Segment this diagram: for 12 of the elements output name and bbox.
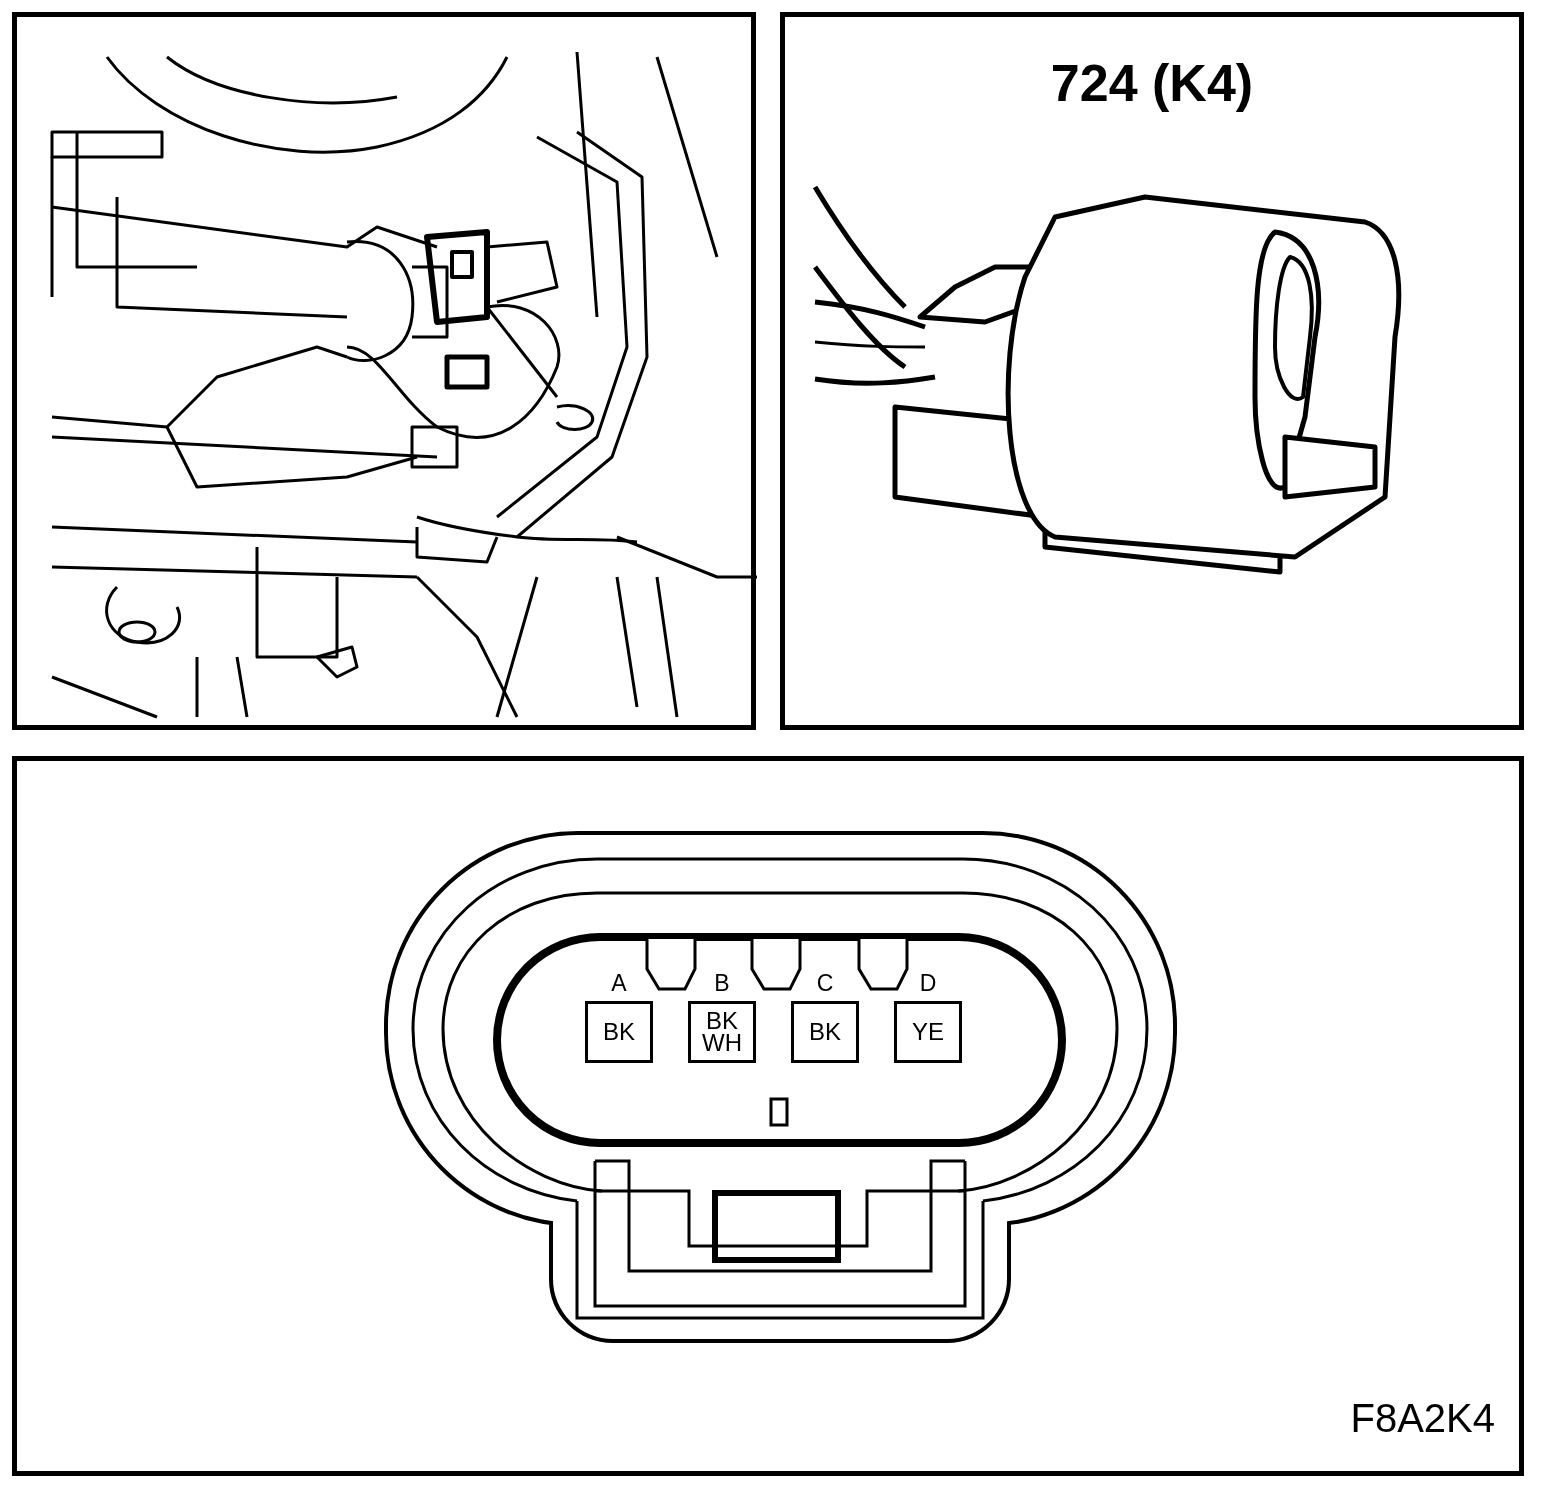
wire-color: BK WH bbox=[702, 1010, 742, 1054]
wire-color: BK bbox=[602, 1021, 636, 1043]
wire-color: BK bbox=[808, 1021, 842, 1043]
pin-letter: C bbox=[815, 970, 835, 996]
pin-letter: D bbox=[918, 970, 938, 996]
connector-title: 724 (K4) bbox=[1049, 53, 1255, 113]
connector-face-panel bbox=[12, 756, 1524, 1476]
figure-code: F8A2K4 bbox=[1350, 1396, 1495, 1441]
pin-letter: B bbox=[713, 970, 731, 996]
wire-color: YE bbox=[911, 1021, 945, 1043]
pin-letter: A bbox=[610, 970, 628, 996]
connector-view-panel bbox=[780, 12, 1524, 730]
